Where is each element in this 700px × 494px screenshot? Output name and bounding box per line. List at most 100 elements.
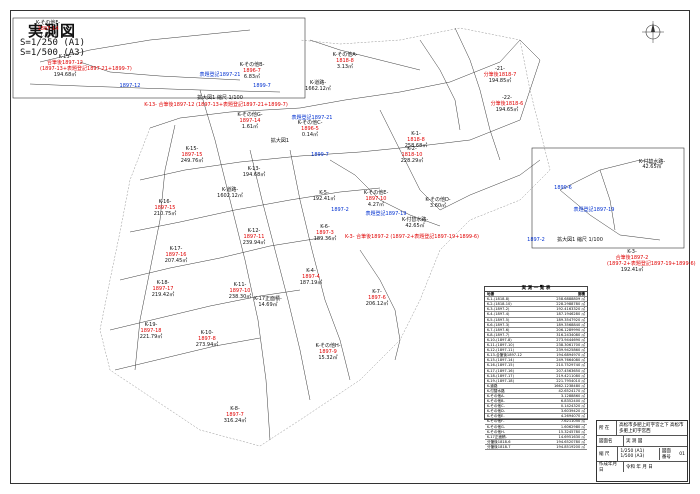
parcel-area: 207.45㎡ xyxy=(164,258,188,264)
parcel-label-k-doro-1: K-道路-1662.12㎡ xyxy=(293,80,343,92)
date-value: 令和 年 月 日 xyxy=(626,465,653,470)
parcel-boundary xyxy=(119,237,321,281)
parcel-name: K-5- xyxy=(319,190,329,196)
parcel-label-k-5: K-5-192.41㎡ xyxy=(299,190,349,202)
parcel-boundary xyxy=(199,89,271,441)
parcel-name: K-2- xyxy=(407,146,417,152)
table-row: K-12-(1897-11)239.9425860 ㎡ xyxy=(485,348,587,354)
parcel-lot: 1818-8 xyxy=(407,137,425,143)
annotation-label: 表題登記1897-19 xyxy=(365,211,407,217)
parcel-lot: 1818-8 xyxy=(336,58,354,64)
area-table: 実 測 一 覧 表 地番 面積 K-1-(1818-8)258.6888809 … xyxy=(484,286,588,450)
parcel-lot: 分筆後1818-6 xyxy=(490,101,524,107)
parcel-area: 206.12㎡ xyxy=(365,301,389,307)
parcel-lot: 1897-14 xyxy=(37,26,59,32)
parcel-area: 0.14㎡ xyxy=(301,132,319,138)
annotation-label: 1899-7 xyxy=(253,83,271,89)
parcel-name: K-17- xyxy=(169,246,183,252)
table-row: K-1-(1818-8)258.6888809 ㎡ xyxy=(485,297,587,303)
annotation-label: K-付替水路- xyxy=(638,159,666,165)
parcel-boundary xyxy=(149,39,521,129)
parcel-lot: 合筆後1897-12 xyxy=(47,60,83,66)
parcel-label-k-13b: K-13-194.68㎡ xyxy=(229,166,279,178)
parcel-boundary xyxy=(289,149,351,381)
parcel-name: K-17正面積- xyxy=(254,296,282,302)
parcel-lot: 1897-11 xyxy=(243,234,265,240)
parcel-area: 187.19㎡ xyxy=(299,280,323,286)
table-row: K-19-(1897-18)221.7954010 ㎡ xyxy=(485,378,587,384)
parcel-name: -22- xyxy=(502,95,512,101)
parcel-boundary xyxy=(559,159,661,191)
parcel-boundary xyxy=(39,29,251,63)
annotation-label: 1897-2 xyxy=(527,237,545,243)
parcel-name: K-付替水路- xyxy=(401,217,429,223)
table-row: K-5-(1897-5)189.3547920 ㎡ xyxy=(485,317,587,323)
table-row: K-8-(1897-7)316.2434080 ㎡ xyxy=(485,332,587,338)
parcel-lot: 1897-3 xyxy=(316,230,334,236)
parcel-lot: 1897-9 xyxy=(319,349,337,355)
parcel-label-k-3: K-3-合筆後1897-2(1897-2+表題登記1897-19+1899-6)… xyxy=(607,249,696,273)
parcel-boundary xyxy=(309,39,421,71)
parcel-area: 258.68㎡ xyxy=(404,143,428,149)
parcel-boundary xyxy=(599,169,616,231)
parcel-boundary xyxy=(379,109,541,211)
table-row: K-その他D-3.6039420 ㎡ xyxy=(485,409,587,415)
parcel-name: K-15- xyxy=(185,146,199,152)
parcel-name: K-その他G- xyxy=(237,112,263,118)
table-row: K-その他F-7.6211050 ㎡ xyxy=(485,419,587,425)
parcel-boundary xyxy=(139,119,521,181)
annotation-label: K-13- 合筆後1897-12 (1897-13+表題登記1897-21+18… xyxy=(144,102,288,108)
area-table-title: 実 測 一 覧 表 xyxy=(485,286,587,293)
scale-a3: S=1/500 (A3) xyxy=(20,48,86,58)
parcel-name: K-7- xyxy=(372,289,382,295)
area-table-header: 地番 面積 xyxy=(485,292,587,298)
parcel-name: K-4- xyxy=(306,268,316,274)
parcel-area: 219.42㎡ xyxy=(151,292,175,298)
table-row: K-11-(1897-10)238.3061700 ㎡ xyxy=(485,343,587,349)
parcel-area: 228.29㎡ xyxy=(400,158,424,164)
parcel-boundary xyxy=(359,249,401,361)
table-row: K-その他G-1.6062980 ㎡ xyxy=(485,424,587,430)
parcel-lot: 1897-17 xyxy=(152,286,174,292)
table-row: K-その他C-0.1424320 ㎡ xyxy=(485,404,587,410)
parcel-area: 1.61㎡ xyxy=(241,124,259,130)
parcel-area: 3.60㎡ xyxy=(429,203,447,209)
parcel-name: K-その他E- xyxy=(363,190,389,196)
parcel-boundary xyxy=(419,39,461,131)
scale-value: 1/250 (A1) 1/500 (A3) xyxy=(620,449,645,459)
parcel-name: -21- xyxy=(495,66,505,72)
annotation-label: 拡大図1 縮尺 1/100 xyxy=(197,95,243,101)
table-row: K-17正面積-14.6951630 ㎡ xyxy=(485,434,587,440)
annotation-label: 1899-7 xyxy=(311,152,329,158)
parcel-lot: 1897-10 xyxy=(229,288,251,294)
parcel-boundary xyxy=(29,83,281,93)
parcel-lot: 1896-7 xyxy=(243,68,261,74)
parcel-area: 14.69㎡ xyxy=(258,302,278,308)
parcel-area: 42.65㎡ xyxy=(405,223,425,229)
compass-icon xyxy=(642,21,664,43)
parcel-area: 210.75㎡ xyxy=(153,211,177,217)
parcel-name: K-16- xyxy=(158,199,172,205)
parcel-name: K-道路- xyxy=(221,187,239,193)
table-row: K-4-(1897-4)187.1946280 ㎡ xyxy=(485,312,587,318)
table-row: K-その他A-3.1288860 ㎡ xyxy=(485,393,587,400)
table-row: K-その他H-15.3245780 ㎡ xyxy=(485,429,587,435)
